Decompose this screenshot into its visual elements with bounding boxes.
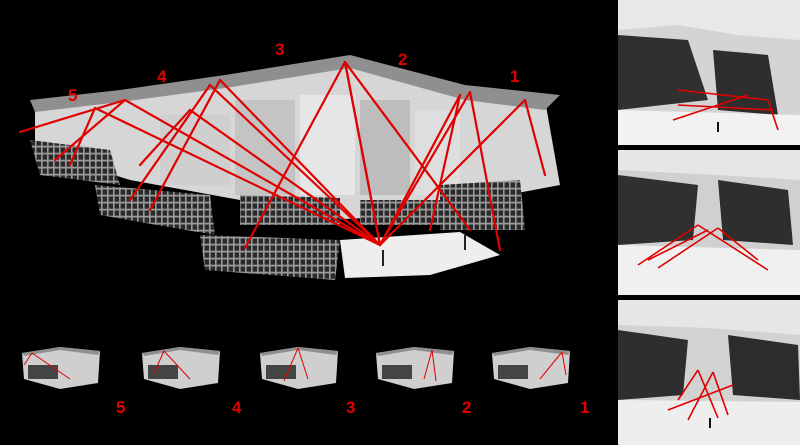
seating-center-tier: [240, 195, 340, 225]
thumbnail-label: 1: [580, 398, 590, 417]
reflector-label: 3: [275, 40, 284, 59]
thumbnail-label: 3: [346, 398, 356, 417]
perspective-view-bottom: [618, 300, 800, 445]
thumbnail-label: 5: [116, 398, 126, 417]
main-hall-section-diagram: 3 2 4 1 5: [18, 40, 560, 280]
reflector-label: 4: [157, 67, 167, 86]
reflector-label: 1: [510, 67, 519, 86]
thumbnail-view: [492, 347, 570, 389]
thumbnail-view: [22, 347, 100, 389]
seating-front-stalls: [200, 235, 340, 280]
ceiling-canopy: [30, 55, 560, 112]
reflector-label: 2: [398, 50, 407, 69]
seating-left-balcony: [95, 185, 215, 235]
wall-panel: [300, 95, 355, 195]
seating-left-upper: [30, 140, 120, 185]
reflector-label: 5: [68, 86, 77, 105]
thumbnail-view: [260, 347, 338, 389]
stage-floor: [340, 232, 500, 278]
sound-reflection-rays: [18, 60, 547, 252]
thumbnail-label: 4: [232, 398, 242, 417]
thumbnail-label: 2: [462, 398, 472, 417]
thumbnail-view: [142, 347, 220, 389]
perspective-view-top: [618, 0, 800, 145]
perspective-view-middle: [618, 150, 800, 295]
thumbnail-view: [376, 347, 454, 389]
